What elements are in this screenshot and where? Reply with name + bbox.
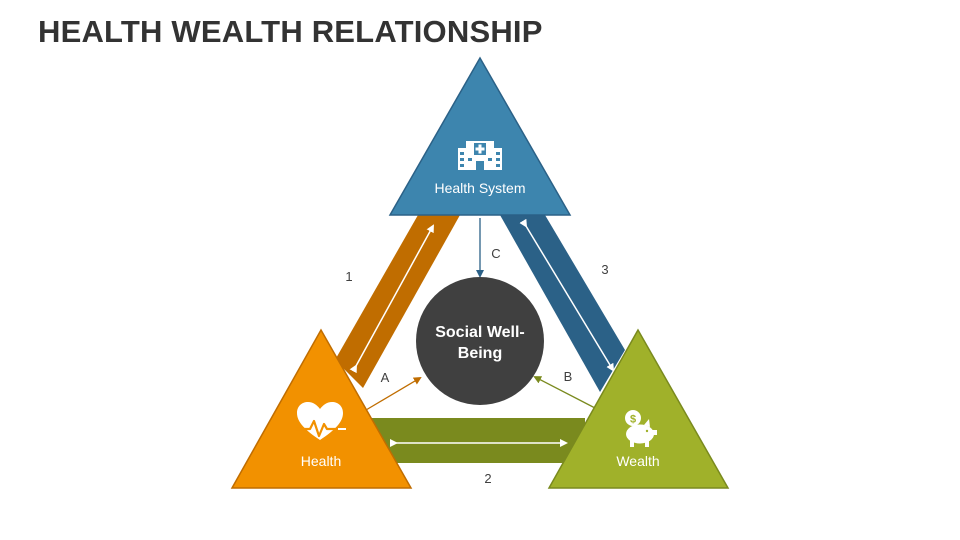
center-label-line1: Social Well- (435, 324, 525, 341)
triangle-health-system (388, 56, 572, 216)
link-arrow-1 (349, 224, 434, 374)
edge-number-2: 2 (484, 471, 491, 486)
edge-number-3: 3 (601, 262, 608, 277)
piggy-bank-coin-icon: $ (625, 410, 657, 447)
center-circle (416, 277, 544, 405)
svg-text:$: $ (630, 414, 636, 426)
health-label: Health (301, 453, 341, 469)
link-band-2 (370, 418, 585, 463)
connector-a (365, 376, 422, 411)
heart-pulse-icon (296, 402, 346, 440)
edge-number-1: 1 (345, 269, 352, 284)
center-label-line2: Being (458, 345, 502, 362)
page-title: HEALTH WEALTH RELATIONSHIP (38, 14, 543, 49)
connector-b (533, 376, 596, 409)
wealth-label: Wealth (616, 453, 659, 469)
health-system-label: Health System (434, 180, 525, 196)
connector-letter-b: B (564, 369, 573, 384)
link-arrow-3 (519, 218, 615, 372)
connector-letter-c: C (491, 246, 500, 261)
hospital-icon (458, 141, 502, 170)
connector-letter-a: A (381, 370, 390, 385)
triangle-wealth (547, 328, 730, 489)
